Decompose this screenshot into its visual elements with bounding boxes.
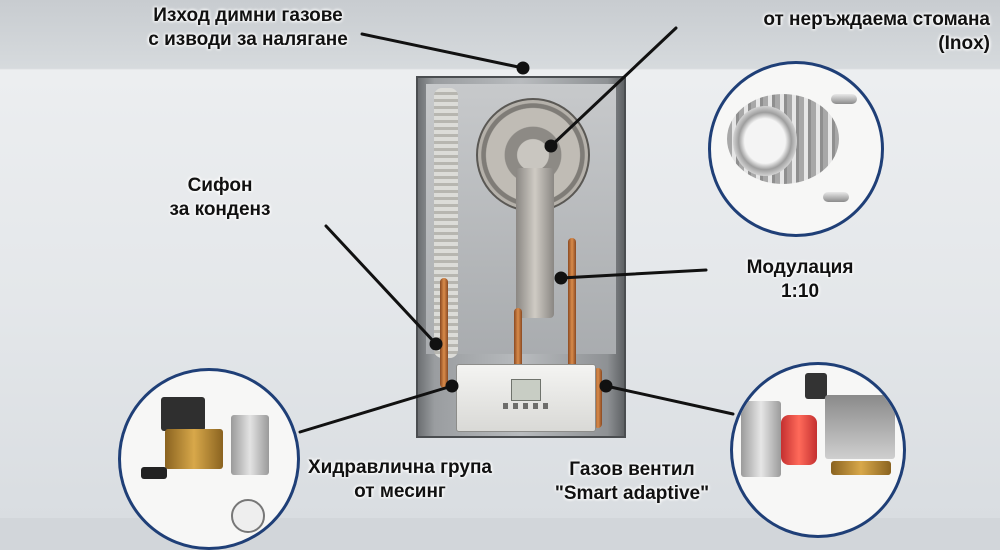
bracket-icon <box>141 467 167 479</box>
label-gas-valve: Газов вентил "Smart adaptive" <box>528 458 736 506</box>
label-siphon-line2: за конденз <box>169 199 271 220</box>
label-hydraulic-line2: от месинг <box>354 481 446 502</box>
valve-assembly-icon <box>825 395 895 459</box>
burner <box>516 168 554 318</box>
label-gas-line2: "Smart adaptive" <box>554 483 710 504</box>
copper-pipe <box>440 278 448 388</box>
brass-valve-icon <box>165 429 223 469</box>
valve-body-icon <box>741 401 781 477</box>
label-siphon-line1: Сифон <box>187 175 253 196</box>
pump-motor-icon <box>161 397 205 431</box>
label-modulation: Модулация 1:10 <box>720 256 880 304</box>
label-hydraulic-group: Хидравлична група от месинг <box>290 456 510 504</box>
label-stainless-steel: от неръждаема стомана (Inox) <box>690 8 990 56</box>
label-modulation-line1: Модулация <box>746 257 854 278</box>
label-flue-gas-outlet: Изход димни газове с изводи за налягане <box>128 4 368 52</box>
sensor-cap-icon <box>805 373 827 399</box>
red-coil-icon <box>781 415 817 465</box>
label-steel-line1: от неръждаема стомана <box>763 9 990 30</box>
control-panel <box>456 364 596 432</box>
gas-valve-circle <box>730 362 906 538</box>
lcd-display <box>511 379 541 401</box>
sensor-block-icon <box>231 415 269 475</box>
coil-nozzle <box>823 192 849 202</box>
label-condensate-siphon: Сифон за конденз <box>140 174 300 222</box>
coil-opening <box>733 106 797 176</box>
coil-nozzle <box>831 94 857 104</box>
pressure-gauge-icon <box>231 499 265 533</box>
hydraulic-group-circle <box>118 368 300 550</box>
heat-exchanger-circle <box>708 61 884 237</box>
label-modulation-line2: 1:10 <box>780 281 820 302</box>
copper-pipe <box>594 368 602 428</box>
label-hydraulic-line1: Хидравлична група <box>308 457 492 478</box>
label-flue-line1: Изход димни газове <box>153 5 343 26</box>
copper-pipe <box>514 308 522 368</box>
label-gas-line1: Газов вентил <box>569 459 695 480</box>
label-flue-line2: с изводи за налягане <box>148 29 348 50</box>
boiler-illustration <box>416 76 626 438</box>
label-steel-line2: (Inox) <box>938 33 990 54</box>
copper-pipe <box>568 238 576 368</box>
panel-buttons <box>503 403 549 409</box>
brass-fitting-icon <box>831 461 891 475</box>
